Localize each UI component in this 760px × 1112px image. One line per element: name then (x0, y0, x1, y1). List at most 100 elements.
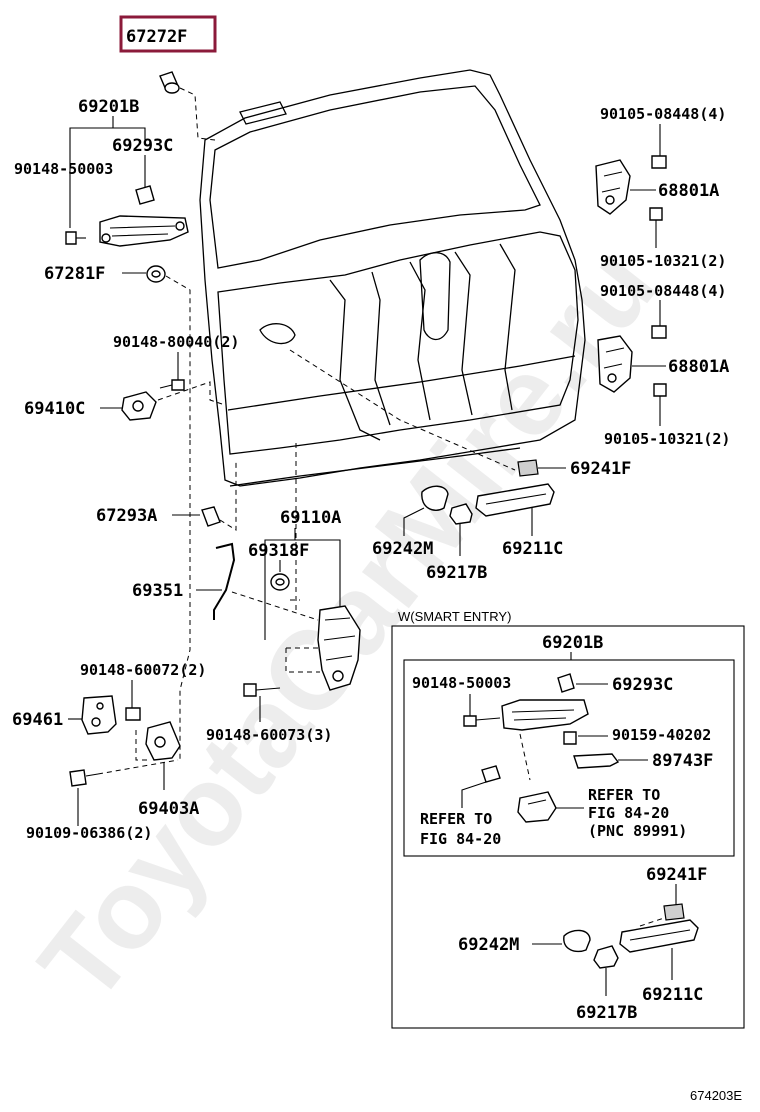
leader-67281F-dash (165, 275, 191, 440)
label-90105-10321-a[interactable]: 90105-10321(2) (600, 252, 726, 270)
leader-69110A (264, 528, 341, 640)
inset-part-screw[interactable] (463, 715, 501, 727)
label-90148-80040[interactable]: 90148-80040(2) (113, 333, 239, 351)
inset-label-69217B[interactable]: 69217B (576, 1003, 637, 1023)
inset-refer-left-line2[interactable]: FIG 84-20 (420, 830, 501, 848)
label-69351[interactable]: 69351 (132, 581, 183, 601)
label-90148-60073[interactable]: 90148-60073(3) (206, 726, 332, 744)
label-69201B[interactable]: 69201B (78, 97, 139, 117)
label-68801A-a[interactable]: 68801A (658, 181, 719, 201)
leader-69242M (403, 507, 425, 536)
inset-label-69241F[interactable]: 69241F (646, 865, 707, 885)
part-69110A-lock-assy[interactable] (317, 605, 361, 691)
label-90105-08448-a[interactable]: 90105-08448(4) (600, 105, 726, 123)
part-69241F-clip[interactable] (517, 459, 539, 477)
label-69241F[interactable]: 69241F (570, 459, 631, 479)
part-90105-10321-bolt-a[interactable] (649, 207, 663, 221)
leader-handle-dash (289, 349, 516, 471)
inset-part-69211C-handle[interactable] (619, 919, 699, 953)
inset-part-69241F-clip[interactable] (663, 903, 685, 921)
part-90105-10321-bolt-b[interactable] (653, 383, 667, 397)
part-67281F-cushion[interactable] (146, 265, 166, 283)
inset-part-90159-screw[interactable] (563, 731, 577, 745)
part-90148-60072-bolt[interactable] (125, 707, 141, 721)
leader-rod-dash (231, 591, 319, 621)
back-door-panel (199, 69, 586, 487)
inset-refer-right-line2[interactable]: FIG 84-20 (588, 804, 669, 822)
label-69293C[interactable]: 69293C (112, 136, 173, 156)
label-68801A-b[interactable]: 68801A (668, 357, 729, 377)
inset-dash-1 (519, 733, 531, 781)
part-69461-bracket[interactable] (81, 695, 117, 735)
part-90109-06386-bolt[interactable] (69, 769, 99, 787)
inset-part-69242M-pad[interactable] (563, 929, 591, 953)
part-68801A-hinge-b[interactable] (597, 335, 633, 393)
part-69242M-pad[interactable] (421, 485, 449, 511)
inset-refer-right-line3[interactable]: (PNC 89991) (588, 822, 687, 840)
part-69211C-handle[interactable] (475, 483, 555, 517)
smart-entry-sub-frame (403, 659, 735, 857)
label-69242M[interactable]: 69242M (372, 539, 433, 559)
inset-part-89743F-sensor[interactable] (573, 753, 620, 769)
inset-title: W(SMART ENTRY) (398, 609, 511, 624)
label-69211C[interactable]: 69211C (502, 539, 563, 559)
label-90105-10321-b[interactable]: 90105-10321(2) (604, 430, 730, 448)
inset-refer-right-line1[interactable]: REFER TO (588, 786, 660, 804)
part-69217B-cap[interactable] (449, 503, 473, 525)
leader-69410C-dash (157, 381, 223, 405)
part-68801A-hinge-a[interactable] (595, 159, 631, 215)
inset-label-69211C[interactable]: 69211C (642, 985, 703, 1005)
label-69461[interactable]: 69461 (12, 710, 63, 730)
label-90148-60072[interactable]: 90148-60072(2) (80, 661, 206, 679)
inset-label-69293C[interactable]: 69293C (612, 675, 673, 695)
part-69403A-striker[interactable] (145, 721, 181, 761)
label-67281F[interactable]: 67281F (44, 264, 105, 284)
leader-dash-left (179, 440, 237, 760)
leader-lock-dash (290, 440, 300, 610)
leader-69403A-dash (135, 730, 148, 761)
inset-part-69293C-cover[interactable] (557, 673, 575, 693)
part-90148-50003-screw[interactable] (65, 231, 86, 245)
part-90105-08448-bolt-b[interactable] (651, 325, 667, 339)
part-69318F-cushion[interactable] (270, 573, 290, 591)
label-90109-06386[interactable]: 90109-06386(2) (26, 824, 152, 842)
inset-dash-2 (639, 917, 665, 927)
leader-lock-bolts (285, 647, 320, 673)
highlight-box (119, 15, 217, 53)
inset-refer-left-line1[interactable]: REFER TO (420, 810, 492, 828)
label-69110A[interactable]: 69110A (280, 508, 341, 528)
inset-label-69201B[interactable]: 69201B (542, 633, 603, 653)
part-69293C-cover[interactable] (135, 185, 155, 205)
part-69201B-handle-frame[interactable] (99, 215, 189, 247)
figure-number: 674203E (690, 1088, 742, 1103)
label-69217B[interactable]: 69217B (426, 563, 487, 583)
inset-label-90148-50003[interactable]: 90148-50003 (412, 674, 511, 692)
label-69403A[interactable]: 69403A (138, 799, 199, 819)
label-69410C[interactable]: 69410C (24, 399, 85, 419)
inset-part-69217B-cap[interactable] (593, 945, 619, 969)
inset-label-89743F[interactable]: 89743F (652, 751, 713, 771)
label-67272F[interactable]: 67272F (126, 27, 187, 47)
label-69318F[interactable]: 69318F (248, 541, 309, 561)
leader-69201B (69, 116, 146, 228)
inset-leader-refer-left (461, 781, 487, 808)
inset-label-69242M[interactable]: 69242M (458, 935, 519, 955)
part-90105-08448-bolt-a[interactable] (651, 155, 667, 169)
part-67272F-cushion[interactable] (159, 71, 180, 94)
leader-67272F (179, 87, 216, 141)
label-90148-50003[interactable]: 90148-50003 (14, 160, 113, 178)
inset-label-90159-40202[interactable]: 90159-40202 (612, 726, 711, 744)
inset-part-69201B-frame[interactable] (501, 699, 589, 731)
part-69351-rod[interactable] (213, 542, 236, 620)
label-67293A[interactable]: 67293A (96, 506, 157, 526)
part-90148-60073-bolt[interactable] (243, 683, 281, 697)
part-69410C-striker[interactable] (121, 391, 157, 421)
part-90148-80040-bolt[interactable] (159, 379, 185, 391)
label-90105-08448-b[interactable]: 90105-08448(4) (600, 282, 726, 300)
part-67293A-cushion[interactable] (201, 506, 221, 527)
inset-part-switch[interactable] (517, 791, 557, 823)
leader-90109-dash (97, 759, 179, 775)
inset-part-plug[interactable] (481, 765, 501, 783)
